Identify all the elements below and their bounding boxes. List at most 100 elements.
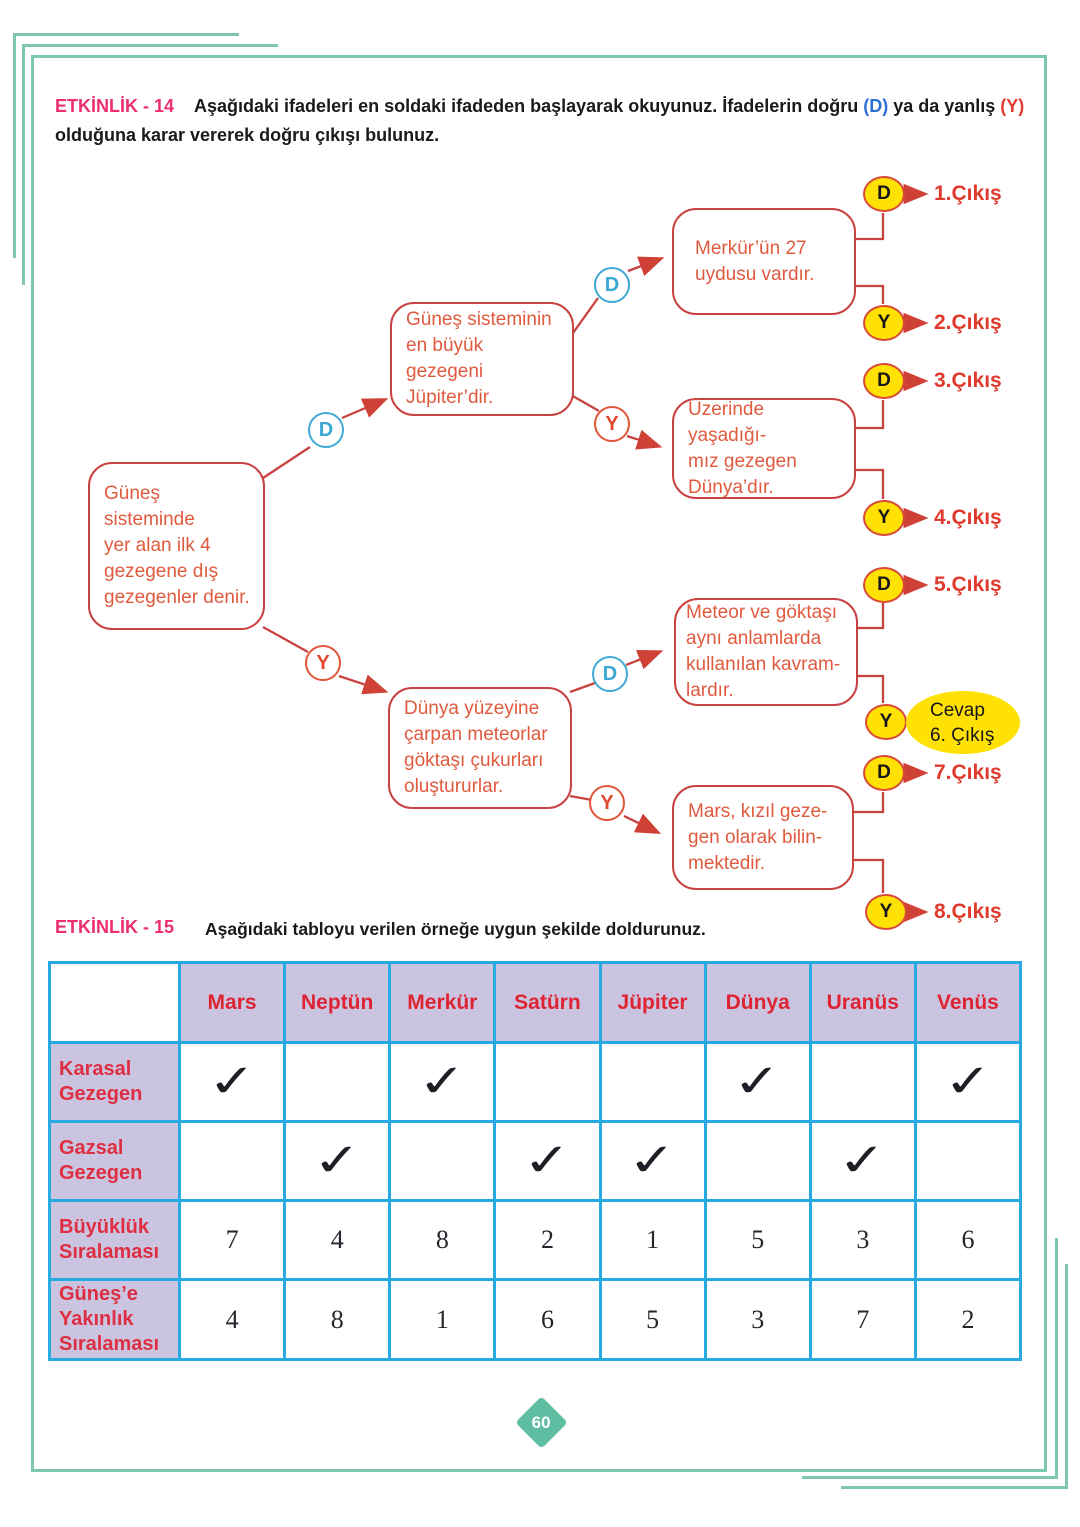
decision-circle-y-3: Y [589,785,625,821]
statement-box-root: Güneş sisteminde yer alan ilk 4 gezegene… [88,462,265,630]
decorative-frame-bottom-right-outer [841,1264,1068,1489]
statement-box-mars: Mars, kızıl geze- gen olarak bilin- mekt… [672,785,854,890]
row-label-sun-proximity: Güneş’e Yakınlık Sıralaması [48,1278,181,1361]
planet-table-header-row: Mars Neptün Merkür Satürn Jüpiter Dünya … [48,961,1023,1044]
cell-value: ✓ [940,1054,996,1109]
statement-box-mercury: Merkür’ün 27 uydusu vardır. [672,208,856,315]
exit-circle-3: D [863,363,905,399]
table-cell: ✓ [388,1041,497,1123]
exit-label-2: 2.Çıkış [934,311,1002,334]
statement-box-earth: Üzerinde yaşadığı- mız gezegen Dünya’dır… [672,398,856,499]
table-cell: 3 [703,1278,812,1361]
column-header-jupiter: Jüpiter [598,961,707,1044]
row-label-size-order: Büyüklük Sıralaması [48,1199,181,1281]
decision-circle-d-2: D [594,267,630,303]
column-header-merkur: Merkür [388,961,497,1044]
exit-circle-6: Y [865,704,907,740]
cell-value: 5 [646,1304,660,1334]
table-cell: ✓ [598,1120,707,1202]
exit-circle-8: Y [865,894,907,930]
table-cell [913,1120,1023,1202]
table-cell: 4 [283,1199,392,1281]
column-header-venus: Venüs [913,961,1023,1044]
cell-value: ✓ [415,1054,470,1109]
cell-value: 6 [961,1225,975,1254]
instruction-d-token: (D) [863,96,889,116]
activity14-title: ETKİNLİK - 14 [55,96,175,116]
decorative-frame-top-left-inner [22,44,278,285]
table-cell [177,1120,287,1202]
table-cell: 6 [913,1199,1023,1281]
decorative-frame-bottom-right-inner [802,1238,1058,1479]
table-cell: 5 [598,1278,707,1361]
exit-circle-7: D [863,755,905,791]
table-row-gaseous: Gazsal Gezegen ✓ ✓ ✓ ✓ [48,1120,1023,1202]
cell-value: 7 [225,1225,239,1254]
table-cell: 6 [493,1278,602,1361]
table-cell: ✓ [283,1120,392,1202]
table-cell: 1 [388,1278,497,1361]
cell-value: ✓ [730,1054,785,1109]
cell-value: 1 [435,1304,449,1334]
exit-label-4: 4.Çıkış [934,506,1002,529]
table-cell: 3 [808,1199,917,1281]
table-cell [703,1120,812,1202]
exit-circle-2: Y [863,305,905,341]
activity15-title: ETKİNLİK - 15 [55,917,175,937]
cell-value: ✓ [625,1133,680,1188]
table-cell: 2 [493,1199,602,1281]
table-row-size-order: Büyüklük Sıralaması 7 4 8 2 1 5 3 6 [48,1199,1023,1281]
cell-value: 6 [540,1304,554,1334]
page-border-frame [31,55,1047,1472]
exit-circle-1: D [863,176,905,212]
column-header-mars: Mars [177,961,287,1044]
decision-circle-y-1: Y [305,645,341,681]
cell-value: ✓ [204,1054,260,1109]
activity15-instruction: Aşağıdaki tabloyu verilen örneğe uygun ş… [205,919,706,939]
table-cell: ✓ [177,1041,287,1123]
table-cell [283,1041,392,1123]
decision-circle-y-2: Y [594,406,630,442]
cell-value: 3 [751,1304,765,1334]
table-cell [388,1120,497,1202]
page-number: 60 [532,1412,551,1432]
exit-circle-4: Y [863,500,905,536]
cell-value: ✓ [520,1133,575,1188]
statement-box-meteor-terms: Meteor ve göktaşı aynı anlamlarda kullan… [674,598,858,706]
cell-value: 8 [435,1225,449,1254]
cell-value: 2 [961,1304,975,1334]
exit-label-5: 5.Çıkış [934,573,1002,596]
answer-highlight: Cevap 6. Çıkış [906,691,1020,754]
cell-value: 2 [540,1225,554,1254]
table-cell: ✓ [808,1120,917,1202]
instruction-y-token: (Y) [1000,96,1025,116]
activity14-instruction-part2: ya da yanlış [888,96,1001,116]
activity14-instruction-part1: Aşağıdaki ifadeleri en soldaki ifadeden … [194,96,864,116]
exit-label-7: 7.Çıkış [934,761,1002,784]
table-cell: 7 [808,1278,917,1361]
statement-box-jupiter: Güneş sisteminin en büyük gezegeni Jüpit… [390,302,574,416]
table-cell: ✓ [913,1041,1023,1123]
statement-box-meteors: Dünya yüzeyine çarpan meteorlar göktaşı … [388,687,572,809]
table-cell: ✓ [493,1120,602,1202]
table-cell: 5 [703,1199,812,1281]
table-cell [808,1041,917,1123]
cell-value: 8 [330,1304,344,1334]
cell-value: ✓ [309,1133,365,1188]
activity14-header: ETKİNLİK - 14 Aşağıdaki ifadeleri en sold… [55,92,1033,150]
table-corner-cell [48,961,181,1044]
planet-table: Mars Neptün Merkür Satürn Jüpiter Dünya … [48,961,1023,1361]
table-cell [598,1041,707,1123]
decision-circle-d-3: D [592,656,628,692]
table-cell: 1 [598,1199,707,1281]
row-label-terrestrial: Karasal Gezegen [48,1041,181,1123]
column-header-dunya: Dünya [703,961,812,1044]
table-row-sun-proximity: Güneş’e Yakınlık Sıralaması 4 8 1 6 5 3 … [48,1278,1023,1361]
cell-value: ✓ [835,1133,890,1188]
cell-value: 7 [856,1304,870,1334]
column-header-uranus: Uranüs [808,961,917,1044]
table-cell [493,1041,602,1123]
activity14-instruction-part3: olduğuna karar vererek doğru çıkışı bulu… [55,125,440,146]
column-header-saturn: Satürn [493,961,602,1044]
cell-value: 5 [751,1225,765,1254]
